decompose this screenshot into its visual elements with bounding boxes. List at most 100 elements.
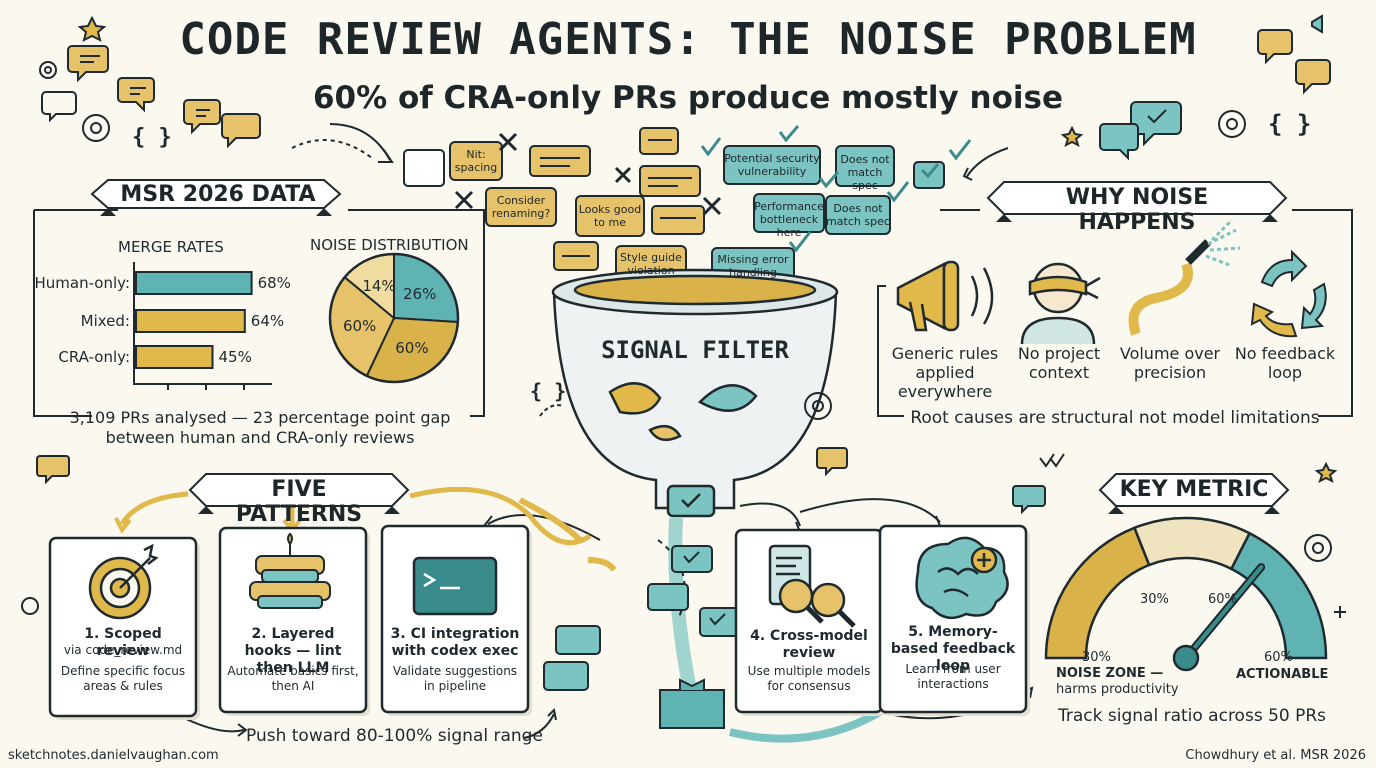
- cycle-arrows-icon: [1250, 249, 1327, 338]
- bubble-security: Potential security vulnerability: [724, 152, 820, 178]
- gauge-band-actionable: [1229, 531, 1328, 660]
- card-5-desc: Learn from user interactions: [905, 662, 1001, 691]
- merge-bar-2: [135, 345, 214, 369]
- megaphone-icon: [896, 260, 994, 332]
- footer-left: sketchnotes.danielvaughan.com: [8, 748, 219, 763]
- top-left-doodles: [39, 15, 394, 163]
- actionable-label: ACTIONABLE: [1236, 667, 1329, 682]
- braces-icon: { }: [132, 125, 172, 150]
- card-2-title: 2. Layered hooks — lint then LLM: [244, 626, 342, 676]
- why-caption: Root causes are structural not model lim…: [910, 408, 1320, 428]
- card-4-title: 4. Cross-model review: [750, 628, 868, 661]
- gauge-tick-30: 30%: [1140, 592, 1169, 607]
- braces-icon-middle: { }: [530, 379, 566, 403]
- gauge-band-middle: [1132, 516, 1252, 571]
- metric-banner-ribbon: [1098, 473, 1290, 514]
- signal-gauge-group: [1044, 516, 1328, 672]
- gauge-needle-core: [1184, 565, 1264, 660]
- accept-checks: [700, 125, 972, 253]
- pattern-card-0: [48, 536, 198, 718]
- bubble-missing-error: Missing error handling: [717, 253, 789, 279]
- msr-panel-frame: [33, 209, 485, 417]
- blindfold-person-icon: [1020, 262, 1101, 345]
- card-3-desc: Validate suggestions in pipeline: [392, 664, 518, 693]
- merge-bar-value-2: 45%: [218, 348, 252, 366]
- patterns-banner-ribbon: [188, 473, 410, 514]
- card-3-title: 3. CI integration with codex exec: [390, 626, 520, 659]
- pattern-card-1: [218, 526, 368, 714]
- reject-crosses: [454, 132, 722, 216]
- braces-icon-right: { }: [1268, 110, 1311, 138]
- pie-slice-label-0: 26%: [402, 284, 437, 303]
- bubble-nit: Nit: spacing: [454, 148, 498, 174]
- gauge-band-noise: [1044, 526, 1151, 660]
- noise-pie-group: [328, 252, 460, 384]
- merge-rates-title: MERGE RATES: [118, 238, 224, 256]
- why-item-volume: Volume over precision: [1119, 344, 1221, 382]
- noise-zone-desc: harms productivity: [1056, 682, 1179, 697]
- page-subtitle: 60% of CRA-only PRs produce mostly noise: [312, 80, 1064, 116]
- merge-bar-value-0: 68%: [257, 274, 291, 292]
- card-1-sub: via code_review.md: [63, 643, 183, 657]
- gauge-hub: [1172, 644, 1200, 672]
- footer-right: Chowdhury et al. MSR 2026: [1185, 748, 1366, 763]
- layered-cake-icon: [249, 532, 331, 609]
- signal-stream: [482, 497, 942, 729]
- why-item-no-context: No project context: [1017, 344, 1101, 382]
- merge-bar-value-1: 64%: [250, 312, 285, 330]
- bubble-spec-2: Does not match spec: [826, 202, 890, 228]
- card-5-title: 5. Memory-based feedback loop: [890, 624, 1016, 674]
- msr-caption-line2: between human and CRA-only reviews: [105, 428, 415, 447]
- noise-zone-pct: 30%: [1082, 650, 1111, 665]
- card-2-desc: Automate basics first, then AI: [227, 664, 359, 693]
- terminal-icon: [412, 556, 498, 616]
- brain-icon: [915, 536, 1009, 620]
- metric-banner: KEY METRIC: [1119, 477, 1269, 502]
- push-caption: Push toward 80-100% signal range: [246, 726, 543, 746]
- pattern-arrows: [114, 486, 1034, 743]
- top-right-doodles: [962, 14, 1331, 181]
- patterns-banner: FIVE PATTERNS: [235, 477, 363, 527]
- merge-bar-category-0: Human-only:: [34, 274, 130, 292]
- merge-bar-0: [135, 271, 253, 295]
- page-title: CODE REVIEW AGENTS: THE NOISE PROBLEM: [179, 14, 1197, 65]
- metric-caption: Track signal ratio across 50 PRs: [1058, 706, 1327, 726]
- bubble-performance: Performance bottleneck here: [754, 200, 824, 239]
- msr-banner: MSR 2026 DATA: [120, 182, 316, 207]
- card-1-title: 1. Scoped review: [84, 626, 162, 659]
- actionable-pct: 60%: [1264, 650, 1293, 665]
- gauge-tick-60: 60%: [1208, 592, 1237, 607]
- merge-bar-category-1: Mixed:: [80, 312, 130, 330]
- why-panel-frame: [877, 209, 1353, 417]
- card-1-desc: Define specific focus areas & rules: [60, 664, 186, 693]
- card-4-desc: Use multiple models for consensus: [747, 664, 871, 693]
- pattern-cards-group: [48, 524, 1030, 720]
- bubble-style-guide: Style guide violation: [620, 251, 682, 277]
- msr-banner-ribbon: [90, 179, 342, 216]
- funnel-label: SIGNAL FILTER: [601, 336, 789, 364]
- merge-bar-category-2: CRA-only:: [58, 348, 130, 366]
- bubble-spec-1: Does not match spec: [840, 153, 890, 192]
- pie-slice-label-1: 60%: [395, 339, 429, 358]
- msr-caption-line1: 3,109 PRs analysed — 23 percentage point…: [69, 408, 451, 427]
- pie-outline: [328, 252, 460, 384]
- why-item-generic-rules: Generic rules applied everywhere: [891, 344, 999, 401]
- misc-doodles: [21, 392, 1346, 618]
- merge-bars-group: [135, 271, 253, 369]
- merge-bar-axes: [133, 262, 272, 390]
- bubble-consider: Consider renaming?: [491, 194, 551, 220]
- signal-funnel: [551, 268, 839, 518]
- pie-slice-label-3: 14%: [362, 277, 396, 296]
- why-item-no-feedback: No feedback loop: [1234, 344, 1336, 382]
- noise-zone-label: NOISE ZONE —: [1056, 666, 1164, 681]
- bubble-looks-good: Looks good to me: [578, 203, 642, 229]
- magnifier-compare-icon: [768, 544, 856, 628]
- why-banner: WHY NOISE HAPPENS: [1065, 185, 1209, 235]
- firehose-icon: [1128, 218, 1241, 336]
- noise-distribution-title: NOISE DISTRIBUTION: [310, 236, 469, 254]
- pie-slice-label-2: 60%: [342, 316, 377, 335]
- why-banner-ribbon: [986, 181, 1288, 222]
- target-icon: [88, 543, 159, 620]
- merge-bar-1: [135, 309, 246, 333]
